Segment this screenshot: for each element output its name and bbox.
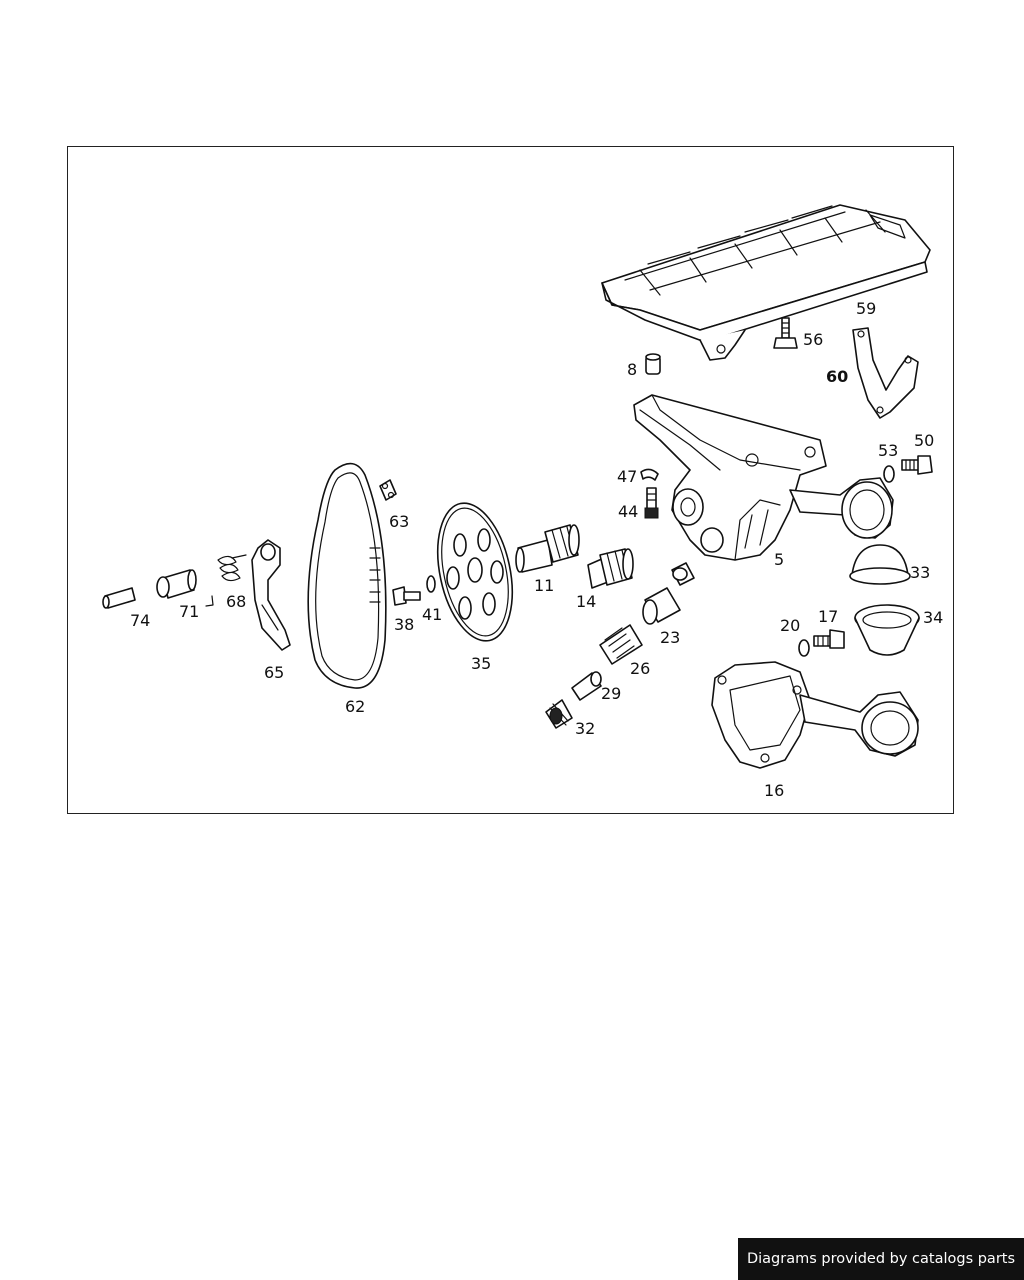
part-label-56: 56 [803, 330, 823, 349]
part-label-53: 53 [878, 441, 898, 460]
sleeve-8-drawing [645, 353, 661, 375]
bushing-71-drawing [156, 569, 197, 599]
pin-74-drawing [102, 587, 136, 609]
part-label-41: 41 [422, 605, 442, 624]
credit-banner: Diagrams provided by catalogs parts [738, 1238, 1024, 1280]
part-label-65: 65 [264, 663, 284, 682]
part-label-16: 16 [764, 781, 784, 800]
strainer-34-drawing [854, 604, 920, 656]
parts-17-20-drawing [798, 629, 845, 657]
part-label-5: 5 [774, 550, 784, 569]
part-label-47: 47 [617, 467, 637, 486]
windage-tray-drawing [601, 204, 931, 361]
bracket-59-drawing [852, 327, 919, 419]
chain-62-drawing [307, 462, 387, 689]
part-label-34: 34 [923, 608, 943, 627]
part-label-29: 29 [601, 684, 621, 703]
part-label-38: 38 [394, 615, 414, 634]
suction-pipe-16-drawing [711, 661, 919, 769]
part-label-20: 20 [780, 616, 800, 635]
part-label-63: 63 [389, 512, 409, 531]
part-label-32: 32 [575, 719, 595, 738]
part-label-35: 35 [471, 654, 491, 673]
part-label-44: 44 [618, 502, 638, 521]
cap-33-drawing [849, 544, 911, 585]
part-label-14: 14 [576, 592, 596, 611]
credit-text: Diagrams provided by catalogs parts [746, 1251, 1016, 1267]
bolt-56-drawing [773, 317, 798, 349]
gear-14-drawing [587, 548, 634, 589]
spring-68-drawing [205, 554, 247, 607]
oil-pump-body-drawing [633, 394, 894, 561]
parts-47-44-drawing [640, 468, 659, 519]
part-label-74: 74 [130, 611, 150, 630]
part-label-26: 26 [630, 659, 650, 678]
parts-38-41-drawing [392, 575, 436, 606]
guide-rail-65-drawing [251, 539, 291, 651]
part-label-62: 62 [345, 697, 365, 716]
relief-valve-stack-drawing [545, 562, 695, 729]
shaft-gear-11-drawing [515, 524, 580, 573]
part-label-17: 17 [818, 607, 838, 626]
part-label-60: 60 [826, 367, 848, 386]
part-label-50: 50 [914, 431, 934, 450]
sprocket-35-drawing [436, 502, 514, 642]
part-label-68: 68 [226, 592, 246, 611]
part-label-59: 59 [856, 299, 876, 318]
part-label-23: 23 [660, 628, 680, 647]
part-label-33: 33 [910, 563, 930, 582]
chain-link-63-drawing [379, 479, 397, 501]
parts-53-50-drawing [883, 455, 933, 483]
part-label-8: 8 [627, 360, 637, 379]
part-label-11: 11 [534, 576, 554, 595]
part-label-71: 71 [179, 602, 199, 621]
